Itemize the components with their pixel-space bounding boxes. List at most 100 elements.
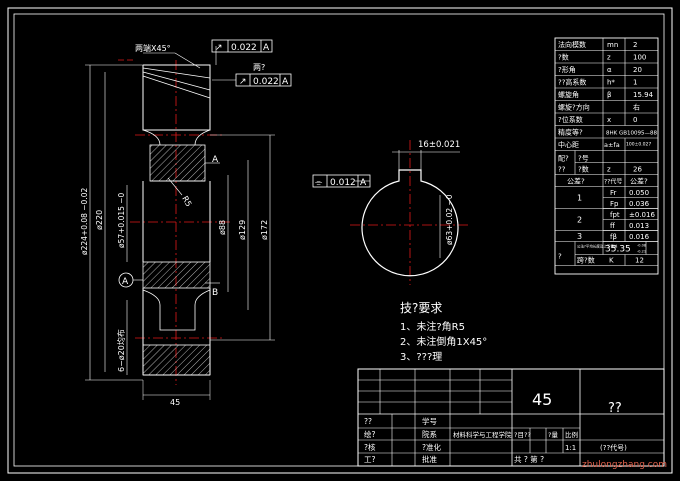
code-label: (??代号): [600, 443, 627, 452]
param-value-7: 8HK GB10095—88: [606, 131, 658, 137]
scale-label: 比例: [565, 430, 578, 439]
chamfer-note: 两端X45°: [135, 43, 171, 53]
holes-note: 6−ø20均布: [116, 329, 126, 372]
part-name: ??: [608, 401, 622, 416]
watermark: zhulongzhang.com: [582, 460, 667, 470]
param-name-4: 螺旋角: [558, 90, 579, 99]
svg-text:0.022: 0.022: [231, 43, 257, 53]
tol-header-group: 公差?: [567, 177, 585, 186]
section-label-a: A: [212, 155, 219, 165]
bore-dim: ø63+0.02 −0: [445, 194, 454, 245]
pair-sub-1: ??: [558, 166, 566, 174]
process-label: 工?: [364, 455, 375, 464]
qty-label: ?量: [548, 431, 558, 439]
param-name-2: ?形角: [558, 65, 576, 74]
runout-frame-top: ↗ 0.022 A: [211, 39, 273, 53]
notes-title: 技?要求: [400, 301, 442, 315]
tol-code-0-0: Fr: [610, 189, 617, 197]
svg-text:↗: ↗: [239, 77, 247, 87]
param-symbol-6: x: [607, 116, 611, 124]
note-3: 3、???理: [400, 351, 442, 363]
param-symbol-1: z: [607, 54, 611, 62]
symmetry-frame: ⌯ 0.012 A: [312, 174, 371, 188]
span-k-symbol: K: [609, 257, 614, 265]
param-symbol-8: a±fa: [604, 141, 620, 149]
param-value-4: 15.94: [633, 91, 654, 99]
span-sub: -0.21: [637, 250, 646, 254]
tol-group-0: 1: [577, 194, 582, 203]
tol-group-2: 3: [577, 232, 582, 241]
param-name-0: 法向模数: [558, 40, 586, 49]
span-label-2: 公法?平均长度及上下偏差: [577, 244, 618, 249]
dim-d224: ø224+0.08 −0.02: [80, 188, 89, 255]
param-value-0: 2: [633, 41, 637, 49]
param-symbol-0: mn: [607, 41, 618, 49]
pair-label-2: ?号: [578, 155, 589, 163]
svg-text:↗: ↗: [215, 43, 223, 53]
span-label-1: ?: [558, 253, 562, 261]
pair-value-1: z: [607, 166, 611, 174]
svg-text:0.022: 0.022: [253, 77, 279, 87]
section-label-b: B: [212, 288, 218, 298]
bore-end-view: [350, 140, 470, 285]
param-value-1: 100: [633, 54, 646, 62]
runout-face-label: 两?: [253, 63, 265, 72]
tol-code-1-1: ff: [610, 222, 615, 230]
approve-label: 批准: [422, 454, 437, 464]
gear-section-view: [85, 46, 275, 400]
designer-label: ??: [364, 417, 372, 426]
tol-value-0-1: 0.036: [629, 200, 650, 208]
param-value-5: 右: [633, 103, 640, 112]
param-name-7: 精度等?: [558, 128, 583, 137]
count-label: ?目??: [514, 431, 531, 439]
tol-header-value: 公差?: [630, 177, 648, 186]
tol-header-code: ??代号: [604, 178, 622, 186]
pair-value-2: 26: [633, 166, 642, 174]
param-value-8: 100±0.027: [626, 142, 651, 148]
svg-text:⌯: ⌯: [315, 178, 323, 188]
svg-text:A: A: [263, 43, 270, 53]
pair-label-1: 配?: [558, 155, 569, 163]
span-value: 35.35: [605, 245, 631, 255]
note-2: 2、未注倒角1X45°: [400, 335, 487, 348]
dept-label: 院系: [422, 429, 437, 439]
dim-d172: ø172: [260, 220, 269, 240]
inner-frame: [13, 13, 665, 467]
tol-code-2-0: fβ: [610, 233, 617, 241]
dim-d88: ø88: [218, 220, 227, 235]
svg-text:A: A: [360, 178, 367, 188]
datum-label-a: A: [122, 277, 129, 287]
std-label: ?准化: [422, 442, 441, 452]
pair-sub-2: ?数: [578, 165, 589, 174]
param-name-5: 螺旋?方向: [558, 103, 590, 112]
tol-group-1: 2: [577, 216, 582, 225]
total-label: 共 ? 第 ?: [514, 454, 544, 464]
param-name-3: ??高系数: [558, 78, 586, 87]
param-symbol-3: h*: [607, 79, 615, 87]
radius-r5: R5: [180, 195, 193, 209]
check-label: ?核: [364, 442, 376, 452]
svg-text:0.012: 0.012: [330, 178, 356, 188]
param-value-2: 20: [633, 66, 642, 74]
dim-d220: ø220: [95, 210, 104, 230]
tol-value-0-0: 0.050: [629, 189, 649, 197]
tol-code-1-0: fpt: [610, 211, 620, 219]
drawing-label: 绘?: [364, 429, 375, 439]
material: 45: [532, 390, 552, 409]
param-name-8: 中心距: [558, 140, 579, 149]
runout-frame-face: ↗ 0.022 A: [235, 73, 292, 87]
param-symbol-2: α: [607, 66, 612, 74]
span-sup: -0.08: [637, 244, 646, 248]
span-k-label: 跨?数: [577, 256, 595, 265]
keyway-width-dim: 16±0.021: [418, 140, 460, 150]
outer-frame: [7, 7, 673, 474]
tol-value-1-1: 0.013: [629, 222, 649, 230]
param-name-1: ?数: [558, 53, 569, 62]
note-1: 1、未注?角R5: [400, 320, 465, 333]
param-value-3: 1: [633, 79, 637, 87]
param-name-6: ?位系数: [558, 115, 583, 124]
tol-value-1-0: ±0.016: [629, 211, 655, 219]
school-name: 材料科学与工程学院: [453, 430, 512, 439]
